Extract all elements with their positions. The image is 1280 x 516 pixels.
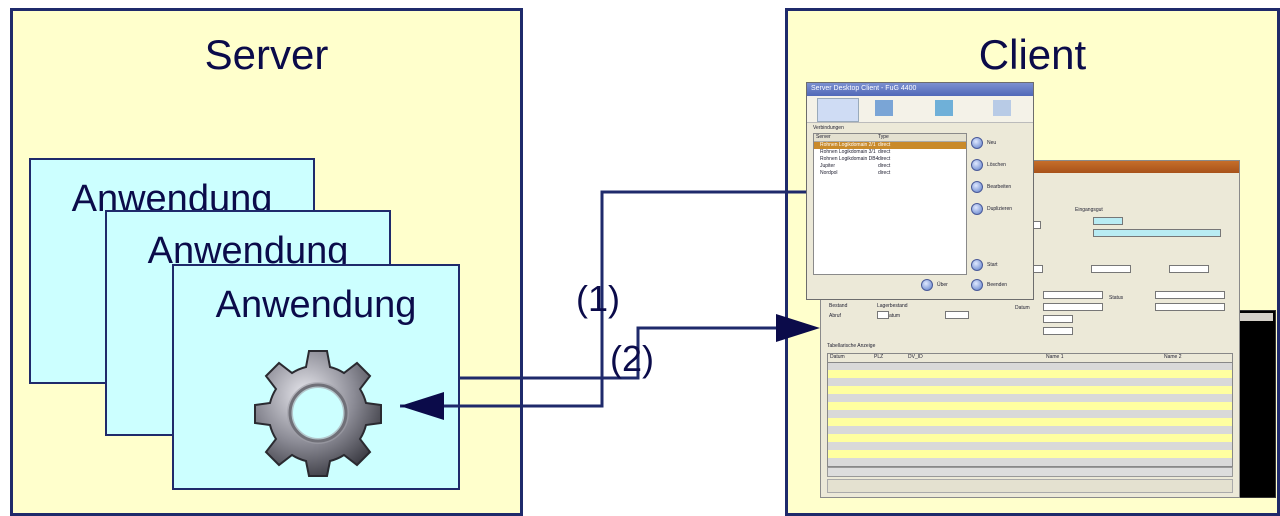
request-line — [400, 190, 806, 408]
table-header: Name 1 — [1046, 354, 1064, 360]
arrowhead-to-app — [400, 392, 444, 420]
list-item[interactable]: Rohnen Logikdomain 3/1 direct — [820, 149, 891, 155]
server-title: Server — [204, 31, 329, 78]
list-header: Type — [878, 134, 889, 140]
duplicate-button[interactable] — [971, 203, 983, 215]
start-button[interactable] — [971, 259, 983, 271]
step-1-label: (1) — [576, 278, 620, 319]
form-field — [1091, 265, 1131, 273]
form-field — [1043, 303, 1103, 311]
form-field — [1093, 217, 1123, 225]
application-window-3: Anwendung — [172, 264, 460, 490]
client-window-main: Server Desktop Client - FuG 4400 Verbind… — [806, 82, 1034, 300]
form-field — [1169, 265, 1209, 273]
form-label: Bestand — [829, 303, 848, 309]
list-item[interactable]: Rohnen Logikdomain DB4 direct — [820, 156, 891, 162]
table-header: Name 2 — [1164, 354, 1182, 360]
form-field — [945, 311, 969, 319]
form-group-label: Eingangsgut — [1075, 207, 1103, 213]
form-label: Lagerbestand — [877, 303, 908, 309]
form-field — [1043, 291, 1103, 299]
delete-button[interactable] — [971, 159, 983, 171]
table-header: DV_ID — [908, 354, 923, 360]
client-title: Client — [978, 31, 1087, 78]
list-header: Server — [816, 134, 831, 140]
section-label: Verbindungen — [813, 125, 844, 131]
edit-button[interactable] — [971, 181, 983, 193]
data-table: Datum PLZ DV_ID Name 1 Name 2 — [827, 353, 1233, 467]
table-header: PLZ — [874, 354, 884, 360]
form-field — [1043, 327, 1073, 335]
form-field — [1155, 291, 1225, 299]
form-label: Status — [1109, 295, 1124, 301]
response-line — [460, 326, 780, 380]
application-label: Anwendung — [215, 284, 417, 326]
form-field — [877, 311, 889, 319]
connection-list: Server Type Rohnen Logikdomain 2/1 direc… — [813, 133, 967, 275]
window-title: Server Desktop Client - FuG 4400 — [807, 83, 1033, 96]
form-label: Datum — [1015, 305, 1030, 311]
form-field — [1155, 303, 1225, 311]
table-title: Tabellarische Anzeige — [827, 343, 876, 349]
step-2-label: (2) — [610, 338, 654, 379]
arrowhead-to-client — [776, 314, 820, 342]
exit-button[interactable] — [971, 279, 983, 291]
form-label: Abruf — [829, 313, 841, 319]
list-item[interactable]: Jupiter direct — [820, 163, 891, 169]
new-button[interactable] — [971, 137, 983, 149]
list-item[interactable]: Nordpol direct — [820, 170, 891, 176]
about-button[interactable] — [921, 279, 933, 291]
gear-icon — [254, 350, 382, 477]
form-field — [1043, 315, 1073, 323]
list-item[interactable]: Rohnen Logikdomain 2/1 direct — [814, 142, 966, 149]
table-header: Datum — [830, 354, 845, 360]
form-field — [1093, 229, 1221, 237]
